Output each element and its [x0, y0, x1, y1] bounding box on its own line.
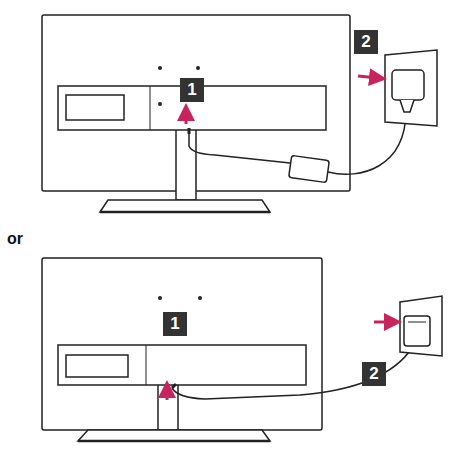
adapter-detail [408, 322, 426, 323]
monitor-top [42, 15, 350, 212]
wall-plate [400, 296, 442, 356]
stand-neck [176, 130, 196, 200]
callout-number: 1 [180, 78, 204, 102]
rear-panel-window [66, 355, 128, 377]
bar-seam [146, 345, 147, 385]
monitor-bottom [42, 258, 322, 441]
callout-number: 1 [163, 312, 187, 336]
bar-seam [150, 86, 151, 130]
screw-holes-bottom [158, 296, 202, 300]
insert-arrow [185, 112, 188, 124]
wall-plate [385, 50, 437, 126]
stand-base [78, 430, 270, 441]
power-adapter [289, 155, 330, 182]
base-edge [100, 211, 270, 214]
dc-cable [189, 134, 290, 163]
plug-arrow [358, 76, 378, 78]
dc-plug [188, 128, 191, 134]
insert-arrow [166, 389, 169, 400]
cables-bottom [172, 348, 412, 399]
stand-base [100, 200, 270, 212]
monitor-frame [42, 258, 322, 430]
base-edge [78, 440, 270, 443]
wall-outlet-top [385, 50, 437, 126]
wall-outlet-bottom [400, 296, 442, 356]
dc-plug [172, 384, 176, 388]
plug-boot [400, 100, 414, 112]
dc-cable [172, 348, 412, 399]
wall-adapter [404, 316, 430, 346]
rear-panel-window [66, 95, 124, 120]
plug-arrow [374, 321, 393, 324]
callout-number: 2 [362, 362, 386, 386]
callout-number: 2 [354, 30, 378, 54]
power-plug [392, 70, 424, 100]
rear-bar [58, 345, 306, 385]
separator-text: or [7, 230, 23, 248]
